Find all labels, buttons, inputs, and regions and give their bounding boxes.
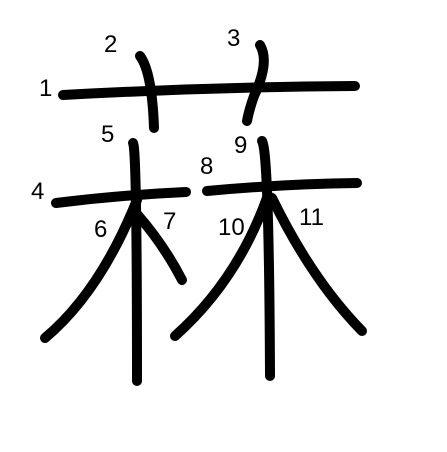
stroke-10 xyxy=(170,190,273,341)
stroke-11 xyxy=(267,193,367,336)
stroke-number-8: 8 xyxy=(200,153,213,180)
stroke-number-10: 10 xyxy=(218,214,245,241)
stroke-number-6: 6 xyxy=(94,216,107,243)
stroke-number-7: 7 xyxy=(163,208,176,235)
stroke-5 xyxy=(128,138,142,386)
stroke-number-11: 11 xyxy=(299,204,324,231)
stroke-number-5: 5 xyxy=(101,121,114,148)
stroke-1 xyxy=(58,81,360,100)
stroke-number-9: 9 xyxy=(234,132,247,159)
stroke-number-4: 4 xyxy=(31,178,44,205)
stroke-7 xyxy=(132,209,187,285)
stroke-number-2: 2 xyxy=(104,31,117,58)
kanji-strokes xyxy=(40,40,367,386)
stroke-numbers: 1 2 3 4 5 6 7 8 9 10 11 xyxy=(31,25,324,243)
stroke-2 xyxy=(135,51,159,133)
stroke-6 xyxy=(40,195,142,343)
stroke-9 xyxy=(257,136,275,381)
stroke-number-1: 1 xyxy=(39,75,52,102)
stroke-4 xyxy=(51,187,191,208)
stroke-3 xyxy=(242,40,269,126)
stroke-8 xyxy=(202,178,362,196)
stroke-number-3: 3 xyxy=(227,25,240,52)
